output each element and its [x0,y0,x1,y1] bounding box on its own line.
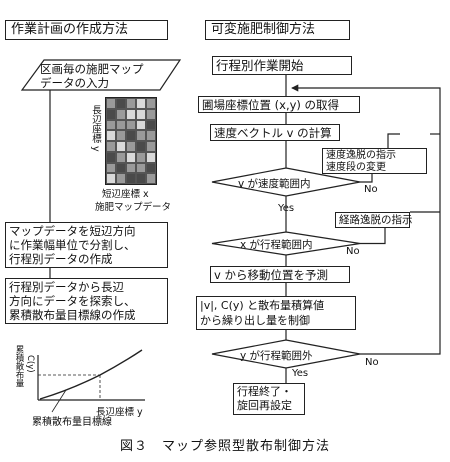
decision-speed-label: v が速度範囲内 [238,178,311,190]
map-cell [136,173,146,184]
map-cell [106,162,116,174]
map-cell [146,151,156,163]
map-cell [126,173,136,184]
map-cell [106,130,116,141]
map-cell [126,130,136,141]
map-cell [136,119,146,131]
map-cell [116,141,126,152]
graph-xlabel: 長辺座標 y [96,407,143,418]
map-cell [136,141,146,152]
map-cell [116,130,126,141]
map-cell [146,130,156,141]
map-cell [126,98,136,109]
map-cell [136,98,146,109]
map-cell [116,108,126,120]
map-cell [106,119,116,131]
map-cell [146,141,156,152]
map-cell [116,98,126,109]
map-cell [106,108,116,120]
route-deviation-box: 経路逸脱の指示 [335,212,413,228]
map-cell [136,162,146,174]
no-label-3: No [365,357,379,368]
map-cell [126,162,136,174]
decision-speed-diamond [211,167,361,197]
yes-label-1: Yes [278,203,295,214]
decision-y-diamond [211,339,361,369]
map-cell [116,173,126,184]
map-cell [106,98,116,109]
right-header: 可変施肥制御方法 [205,20,350,40]
map-cell [126,151,136,163]
graph-caption: 累積散布量目標線 [32,417,112,428]
input-label: 区画毎の施肥マップ データの入力 [40,62,144,90]
calc-velocity-box: 速度ベクトル v の計算 [210,124,340,141]
no-label-2: No [346,246,360,257]
decision-x-label: x が行程範囲内 [240,239,313,251]
cumulative-curve [39,349,143,400]
map-cell [126,108,136,120]
predict-position-box: v から移動位置を予測 [210,266,350,283]
map-cell [146,173,156,184]
map-cell [116,162,126,174]
graph-ylabel: 累積散布量 [14,345,24,388]
map-cell [106,151,116,163]
map-cell [106,173,116,184]
get-position-box: 圃場座標位置 (x,y) の取得 [198,96,360,113]
map-cell [106,141,116,152]
map-cell [146,108,156,120]
map-cell [116,151,126,163]
map-xlabel: 短辺座標 x [102,189,149,200]
map-ylabel: 長辺座標 y [90,105,101,152]
map-cells [106,98,156,184]
speed-deviation-box: 速度逸脱の指示 速度段の変更 [322,148,427,174]
left-header: 作業計画の作成方法 [5,20,168,40]
map-cell [136,108,146,120]
map-cell [126,141,136,152]
graph-yvar: C(y) [25,355,35,373]
map-cell [146,162,156,174]
decision-y-label: y が行程範囲外 [240,350,313,362]
map-cell [136,130,146,141]
map-cell [136,151,146,163]
decision-x-diamond [211,231,361,256]
figure-caption: 図３ マップ参照型散布制御方法 [119,439,330,454]
map-caption: 施肥マップデータ [95,202,172,213]
control-output-box: |v|, C(y) と散布量積算値 から繰り出し量を制御 [196,296,356,330]
map-cell [146,98,156,109]
yes-label-3: Yes [292,368,309,379]
map-cell [146,119,156,131]
no-label-1: No [364,184,378,195]
fertilizer-map [105,97,157,185]
map-cell [126,119,136,131]
input-parallelogram [20,59,182,91]
split-data-box: マップデータを短辺方向 に作業幅単位で分割し、 行程別データの作成 [5,222,168,268]
target-line-box: 行程別データから長辺 方向にデータを探索し、 累積散布量目標線の作成 [5,278,168,324]
start-box: 行程別作業開始 [212,56,352,75]
map-cell [116,119,126,131]
end-box: 行程終了・ 旋回再設定 [233,383,305,415]
